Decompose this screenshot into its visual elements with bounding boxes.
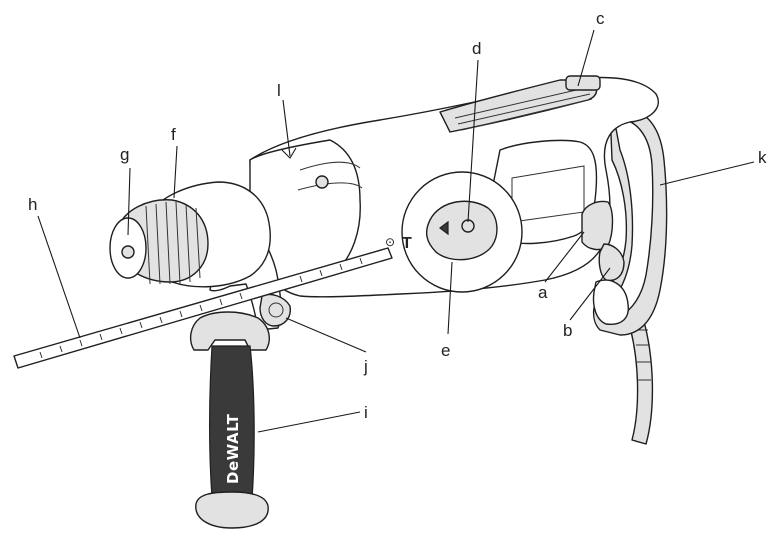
side-handle-end-cap: [195, 491, 269, 529]
trigger-guard: [592, 279, 629, 325]
svg-text:⊙: ⊙: [385, 235, 395, 249]
callout-f: f: [171, 125, 176, 144]
power-cord: [627, 317, 654, 445]
clamp-screw: [259, 293, 291, 327]
mode-selector-pointer: [439, 220, 449, 236]
callout-g: g: [120, 145, 129, 164]
svg-text:T: T: [402, 235, 412, 252]
callout-h: h: [28, 195, 37, 214]
mode-lock-button: [565, 75, 601, 91]
callout-c: c: [596, 9, 605, 28]
handle-overmold: [611, 117, 654, 317]
callout-d: d: [472, 39, 481, 58]
mode-selector-knob: [425, 200, 498, 261]
callout-k: k: [758, 148, 767, 167]
housing-screw: [315, 175, 329, 189]
depth-rod: [13, 247, 393, 369]
callout-a: a: [538, 283, 548, 302]
forward-reverse-slider: [598, 243, 625, 282]
bit-opening: [121, 245, 135, 259]
callout-b: b: [563, 321, 572, 340]
callout-e: e: [441, 341, 450, 360]
side-handle: [189, 311, 270, 351]
trigger-switch: [581, 200, 614, 251]
callout-j: j: [363, 357, 368, 376]
callout-l: l: [277, 81, 281, 100]
callout-i: i: [364, 403, 368, 422]
handle-brand-lettering: DeWALT: [224, 413, 242, 484]
